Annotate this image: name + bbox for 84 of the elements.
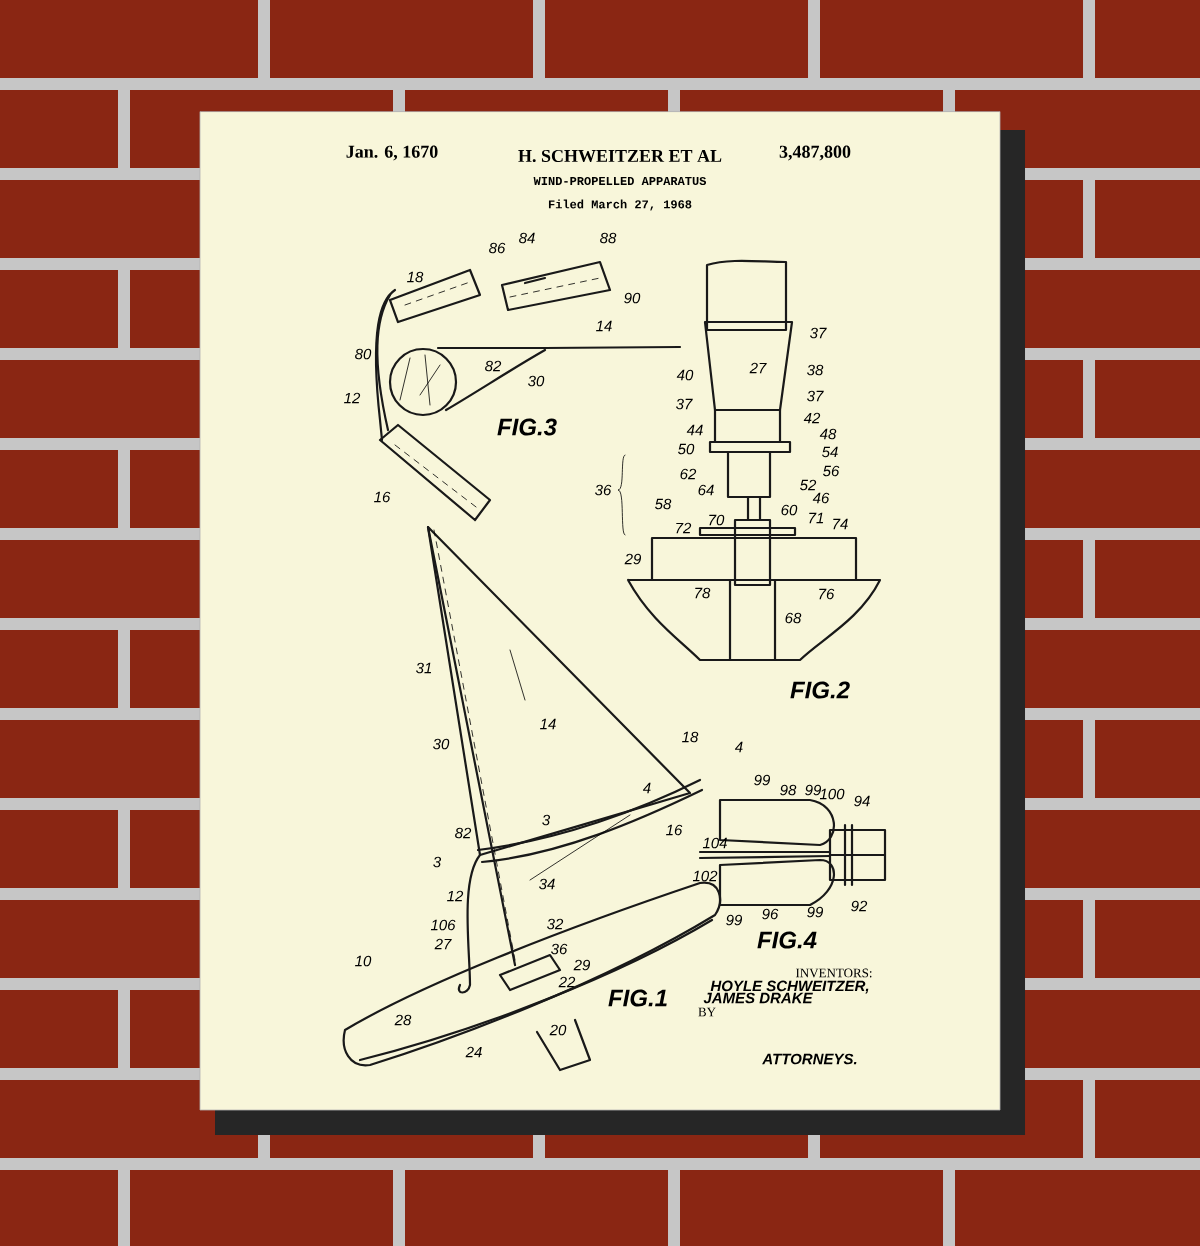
callout-number: 42 [803, 412, 821, 424]
callout-number: 34 [539, 878, 555, 890]
figure-label: FIG.4 [757, 931, 817, 949]
callout-number: 60 [781, 504, 798, 516]
callout-number: 27 [749, 362, 767, 374]
callout-number: 37 [676, 398, 693, 410]
callout-number: 62 [680, 468, 697, 480]
callout-number: 68 [785, 612, 802, 624]
figure-label: FIG.3 [497, 418, 557, 436]
callout-number: 50 [678, 443, 695, 455]
callout-number: 99 [726, 914, 743, 926]
callout-number: 52 [800, 479, 817, 491]
callout-number: 84 [519, 232, 535, 244]
callout-number: 76 [819, 588, 835, 600]
callout-number: 36 [551, 943, 568, 955]
callout-number: 71 [809, 512, 824, 524]
figure-label: FIG.2 [790, 681, 850, 699]
callout-number: 70 [709, 514, 725, 526]
callout-number: 14 [540, 718, 556, 730]
callout-number: 18 [407, 271, 424, 283]
callout-number: 22 [558, 976, 576, 988]
callout-number: 38 [807, 364, 824, 376]
inventor-text: ATTORNEYS. [762, 1053, 857, 1065]
callout-number: 29 [573, 959, 591, 971]
callout-number: 48 [819, 428, 837, 440]
callout-number: 27 [434, 938, 452, 950]
callout-number: 86 [489, 242, 506, 254]
callout-number: 36 [595, 484, 612, 496]
callout-number: 31 [416, 662, 432, 674]
callout-number: 64 [698, 484, 714, 496]
callout-number: 104 [702, 837, 727, 849]
inventor-text: JAMES DRAKE [703, 992, 813, 1004]
callout-number: 10 [355, 955, 372, 967]
callout-number: 90 [624, 292, 641, 304]
callout-number: 28 [394, 1014, 412, 1026]
callout-number: 99 [754, 774, 771, 786]
callout-number: 4 [642, 782, 651, 794]
callout-number: 44 [686, 424, 703, 436]
callout-number: 30 [433, 738, 450, 750]
figure-label: FIG.1 [608, 989, 667, 1007]
callout-number: 4 [734, 741, 743, 753]
header-text: H. SCHWEITZER ET AL [518, 149, 722, 163]
callout-number: 98 [780, 784, 797, 796]
callout-number: 16 [666, 824, 683, 836]
callout-number: 99 [807, 906, 824, 918]
callout-number: 40 [676, 369, 694, 381]
callout-number: 56 [823, 465, 840, 477]
callout-number: 74 [833, 518, 848, 530]
callout-number: 37 [810, 327, 827, 339]
callout-number: 106 [430, 919, 456, 931]
callout-number: 3 [433, 856, 442, 868]
callout-number: 14 [596, 320, 612, 332]
callout-number: 88 [600, 232, 617, 244]
callout-number: 16 [374, 491, 391, 503]
callout-number: 72 [676, 522, 692, 534]
header-text: Filed March 27, 1968 [548, 199, 692, 211]
header-text: 3,487,800 [779, 145, 851, 161]
callout-number: 46 [812, 492, 830, 504]
callout-number: 102 [692, 870, 718, 882]
inventor-text: INVENTORS: [795, 968, 872, 978]
callout-number: 100 [819, 788, 845, 800]
inventor-text: BY [698, 1007, 716, 1017]
callout-number: 82 [485, 360, 502, 372]
callout-number: 54 [822, 446, 838, 458]
callout-number: 80 [355, 348, 372, 360]
callout-number: 82 [455, 827, 472, 839]
callout-number: 58 [655, 498, 672, 510]
callout-number: 24 [465, 1046, 482, 1058]
callout-number: 37 [807, 390, 824, 402]
callout-number: 99 [805, 784, 822, 796]
callout-number: 12 [344, 392, 361, 404]
callout-number: 3 [542, 814, 551, 826]
callout-number: 92 [851, 900, 868, 912]
callout-number: 29 [624, 553, 642, 565]
callout-number: 32 [547, 918, 564, 930]
callout-number: 12 [447, 890, 464, 902]
callout-number: 78 [695, 587, 711, 599]
title-text: WIND-PROPELLED APPARATUS [533, 176, 707, 186]
callout-number: 96 [762, 908, 779, 920]
callout-number: 30 [528, 375, 545, 387]
header-text: Jan. 6, 1670 [346, 145, 438, 161]
callout-number: 20 [549, 1024, 567, 1036]
callout-number: 94 [854, 795, 870, 807]
callout-number: 18 [682, 731, 699, 743]
